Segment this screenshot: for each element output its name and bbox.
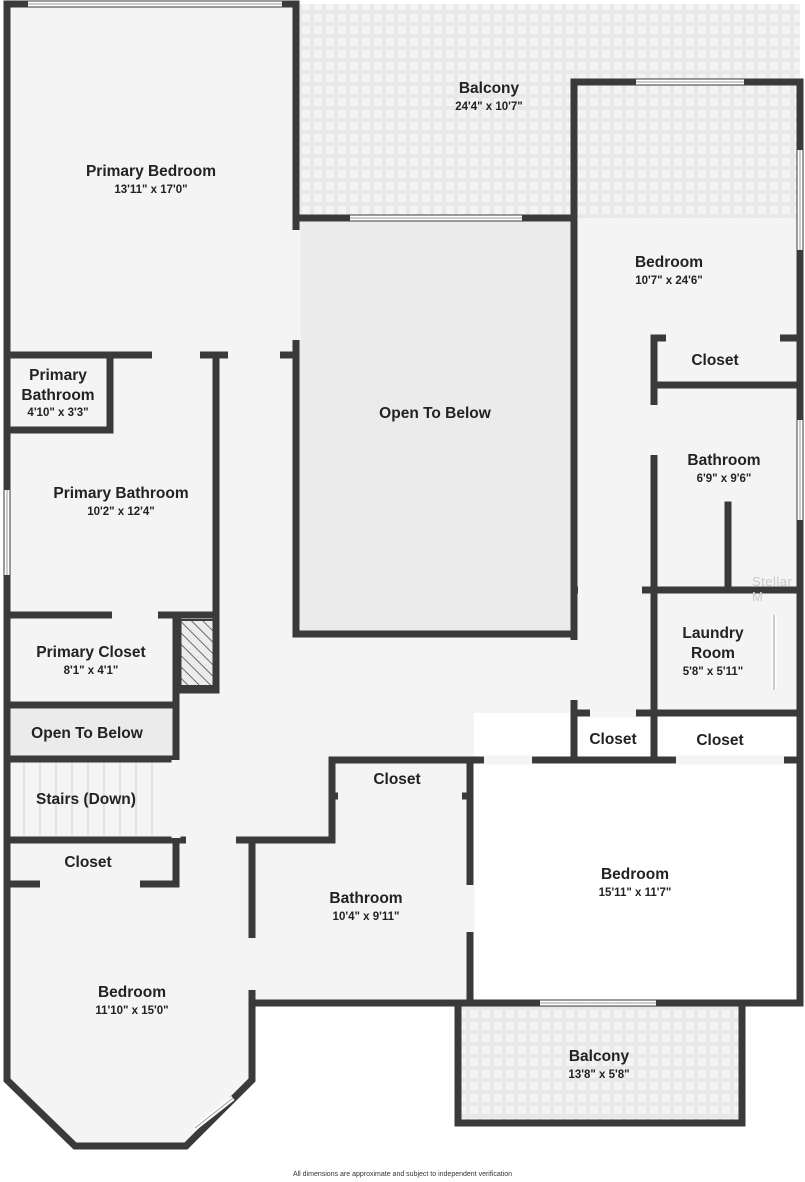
floors	[4, 4, 800, 1146]
balcony-top-name: Balcony	[459, 80, 520, 97]
primary-bedroom-name: Primary Bedroom	[86, 163, 216, 180]
closet-left-name: Closet	[64, 854, 111, 871]
closet-center-name: Closet	[373, 771, 420, 788]
primary-bath-small-name-2: Bathroom	[21, 387, 94, 404]
primary-closet-dims: 8'1" x 4'1"	[64, 665, 119, 677]
room-labels: Balcony 24'4" x 10'7" Primary Bedroom 13…	[21, 80, 760, 1081]
balcony-bottom-dims: 13'8" x 5'8"	[568, 1069, 629, 1081]
bedroom-bottom-right-dims: 15'11" x 11'7"	[599, 887, 672, 899]
door-openings	[40, 230, 784, 990]
laundry-dims: 5'8" x 5'11"	[683, 666, 744, 678]
shaft-hatch	[177, 619, 215, 687]
bathroom-right-name: Bathroom	[687, 452, 760, 469]
laundry-name-2: Room	[691, 645, 735, 662]
open-to-below-left-floor	[7, 709, 177, 757]
open-to-below-left-name: Open To Below	[31, 725, 144, 742]
closet-right-top-name: Closet	[691, 352, 738, 369]
closet-right-mid-name: Closet	[696, 732, 743, 749]
watermark: Stellar M	[752, 574, 793, 604]
windows	[4, 1, 803, 1130]
balcony-bottom-name: Balcony	[569, 1048, 630, 1065]
open-to-below-center-floor	[296, 222, 572, 634]
bedroom-bottom-left-name: Bedroom	[98, 984, 166, 1001]
balcony-top-floor	[298, 4, 800, 218]
primary-bath-small-dims: 4'10" x 3'3"	[27, 407, 88, 419]
primary-bathroom-dims: 10'2" x 12'4"	[87, 506, 155, 518]
disclaimer-footer: All dimensions are approximate and subje…	[292, 1171, 513, 1178]
primary-closet-name: Primary Closet	[36, 644, 145, 661]
bedroom-bottom-left-dims: 11'10" x 15'0"	[95, 1005, 168, 1017]
balcony-top-dims: 24'4" x 10'7"	[455, 101, 523, 113]
open-to-below-center-name: Open To Below	[379, 405, 492, 422]
laundry-name-1: Laundry	[682, 625, 744, 642]
bedroom-right-dims: 10'7" x 24'6"	[635, 275, 703, 287]
closet-mid-name: Closet	[589, 731, 636, 748]
stair-treads	[23, 762, 153, 836]
bedroom-bottom-right-name: Bedroom	[601, 866, 669, 883]
primary-bedroom-dims: 13'11" x 17'0"	[114, 184, 187, 196]
bathroom-center-name: Bathroom	[329, 890, 402, 907]
bedroom-right-name: Bedroom	[635, 254, 703, 271]
stairs-name: Stairs (Down)	[36, 791, 136, 808]
primary-bathroom-name: Primary Bathroom	[53, 485, 188, 502]
bathroom-right-dims: 6'9" x 9'6"	[697, 473, 752, 485]
primary-bath-small-name-1: Primary	[29, 367, 87, 384]
balcony-bottom-floor	[458, 1005, 742, 1123]
bathroom-center-dims: 10'4" x 9'11"	[333, 911, 400, 923]
